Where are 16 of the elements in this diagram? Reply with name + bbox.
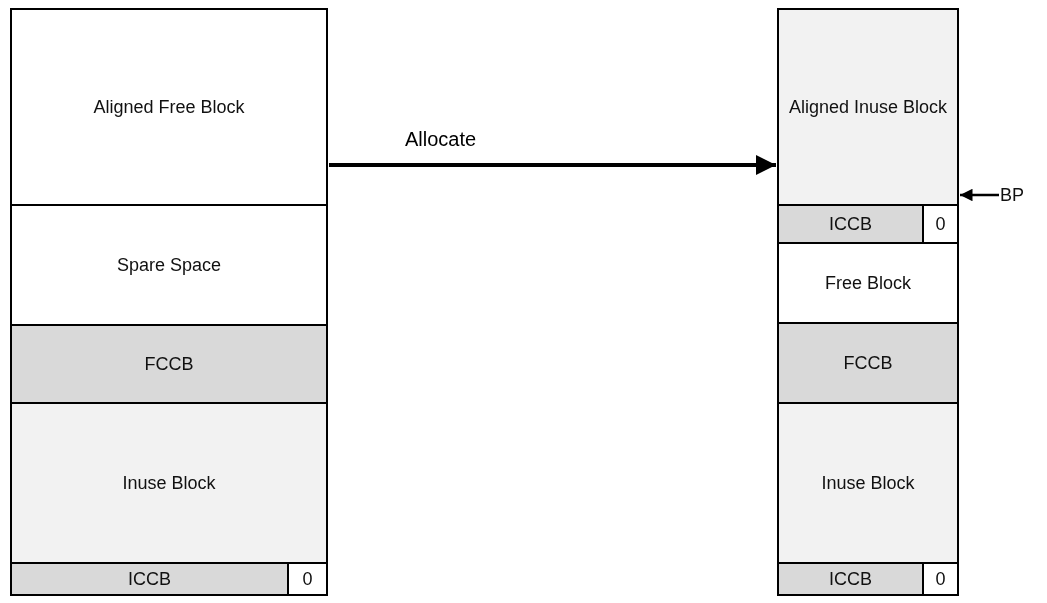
control-block: ICCB [10,562,289,596]
memory-block: Inuse Block [10,402,328,564]
memory-block: Aligned Inuse Block [777,8,959,206]
control-block: FCCB [10,324,328,404]
memory-block: Aligned Free Block [10,8,328,206]
pointer-label: BP [1000,180,1044,210]
flag-field: 0 [287,562,328,596]
control-block: FCCB [777,322,959,404]
memory-block: Spare Space [10,204,328,326]
control-block: ICCB [777,562,924,596]
flag-field: 0 [922,562,959,596]
arrow [960,188,999,202]
memory-block: Free Block [777,242,959,324]
memory-block: Inuse Block [777,402,959,564]
control-block: ICCB [777,204,924,244]
arrow [329,155,776,175]
